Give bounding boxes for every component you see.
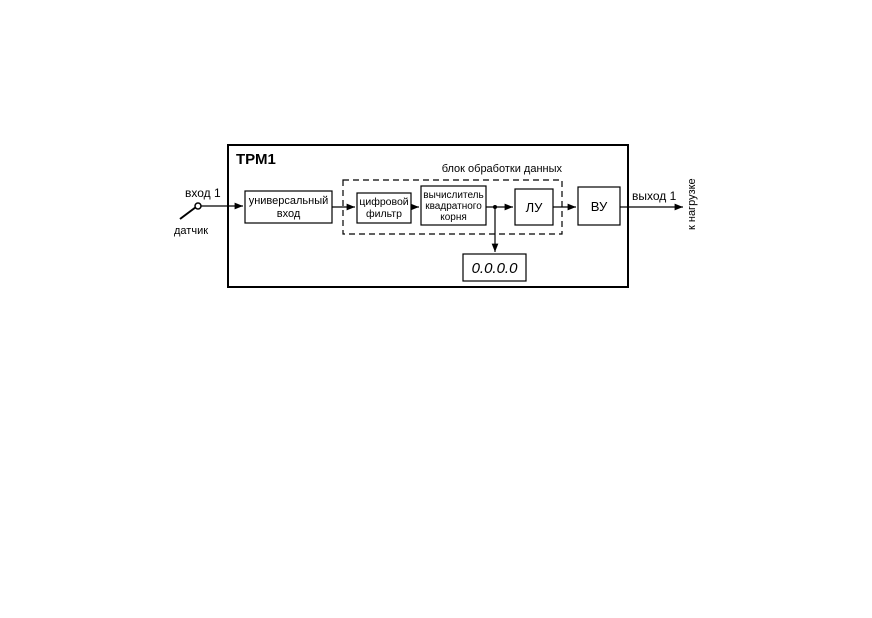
device-frame	[227, 144, 629, 288]
indicator-display: 0.0.0.0	[472, 260, 519, 277]
output-unit-label: ВУ	[591, 199, 608, 214]
sensor-label: датчик	[174, 225, 208, 237]
processing-block-label: блок обработки данных	[442, 163, 563, 175]
input-label: вход 1	[185, 186, 221, 200]
logic-unit-block	[514, 188, 554, 226]
sqrt-calculator-line2: квадратного	[425, 201, 482, 212]
sqrt-calculator-line3: корня	[440, 212, 467, 223]
sqrt-calculator-line1: вычислитель	[423, 190, 483, 201]
digital-filter-line1: цифровой	[359, 196, 408, 208]
output-unit-block	[577, 186, 621, 226]
digital-filter-block	[356, 192, 412, 224]
digital-filter-line2: фильтр	[366, 208, 402, 220]
logic-unit-label: ЛУ	[526, 200, 544, 215]
universal-input-line1: универсальный	[249, 195, 329, 207]
indicator-frame	[462, 253, 527, 282]
device-title: ТРМ1	[236, 151, 276, 168]
load-label: к нагрузке	[686, 178, 698, 230]
sensor-switch-icon	[179, 202, 202, 220]
sqrt-calculator-block	[420, 185, 487, 226]
output-label: выход 1	[632, 189, 677, 203]
universal-input-block	[244, 190, 333, 224]
universal-input-line2: вход	[277, 208, 301, 220]
